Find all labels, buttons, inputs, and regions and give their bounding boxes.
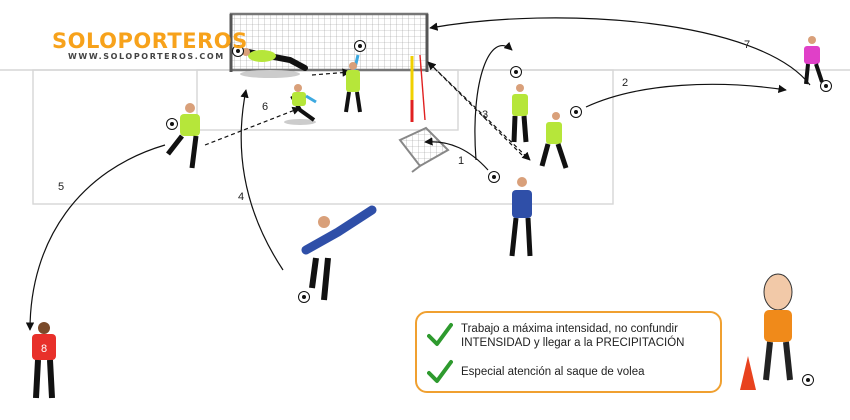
coach-volley	[298, 205, 377, 303]
checkmark-icon	[427, 323, 453, 346]
arrow-7	[429, 17, 811, 86]
arrow-4	[240, 89, 284, 271]
note-line-3: Especial atención al saque de volea	[461, 366, 645, 378]
brand-name: SOLOPORTEROS	[52, 29, 248, 53]
arrow-dashed-pass	[427, 61, 531, 161]
keeper-diving	[232, 45, 308, 78]
arrow-5	[25, 144, 166, 331]
step-labels: 1 2 3 4 5 6 7	[58, 39, 750, 203]
movement-arrows	[25, 17, 811, 331]
step-7-label: 7	[744, 39, 750, 51]
step-4-label: 4	[238, 191, 244, 203]
brand-website: WWW.SOLOPORTEROS.COM	[68, 52, 225, 61]
keeper-left	[166, 103, 200, 169]
field-player-8: 8	[32, 322, 56, 399]
mini-goal	[398, 126, 450, 173]
keeper-pink	[804, 36, 832, 92]
keeper-low-dive	[284, 84, 317, 125]
brand-logo: SOLOPORTEROS WWW.SOLOPORTEROS.COM	[52, 29, 248, 62]
step-1-label: 1	[458, 155, 464, 167]
arrow-1	[424, 137, 489, 171]
arrow-2	[585, 83, 787, 108]
keeper-right-lower	[539, 106, 582, 169]
checkmark-icon	[427, 360, 453, 383]
step-2-label: 2	[622, 77, 628, 89]
arrow-6	[204, 106, 301, 146]
arrow-goal-save	[311, 68, 351, 77]
note-row-1: Trabajo a máxima intensidad, no confundi…	[427, 322, 684, 350]
coach-server	[488, 171, 533, 257]
note-line-1: Trabajo a máxima intensidad, no confundi…	[461, 323, 678, 335]
coach-mascot	[763, 273, 814, 386]
shirt-number: 8	[41, 343, 47, 355]
cone	[740, 356, 756, 390]
note-line-2: INTENSIDAD y llegar a la PRECIPITACIÓN	[461, 337, 685, 349]
step-3-label: 3	[482, 109, 488, 121]
keeper-right-upper	[510, 66, 529, 143]
note-row-2: Especial atención al saque de volea	[427, 359, 645, 385]
step-5-label: 5	[58, 181, 64, 193]
keeper-jumping-center	[344, 40, 366, 113]
notes-box: Trabajo a máxima intensidad, no confundi…	[415, 311, 722, 393]
step-6-label: 6	[262, 101, 268, 113]
arrow-ball-goal	[474, 41, 513, 161]
goal	[229, 12, 429, 72]
arrow-3	[427, 61, 523, 156]
pole	[410, 54, 426, 122]
